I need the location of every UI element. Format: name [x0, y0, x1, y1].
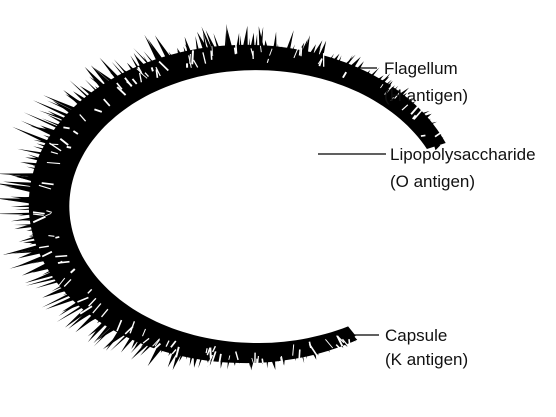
capsule-label-name: Capsule — [385, 326, 447, 345]
texture-fleck — [210, 348, 211, 359]
texture-fleck — [421, 135, 426, 136]
flagellum-label-name: Flagellum — [384, 59, 458, 78]
texture-fleck — [257, 359, 258, 372]
texture-fleck — [55, 237, 59, 238]
texture-fleck — [192, 50, 193, 64]
texture-fleck — [236, 43, 237, 54]
lps-label-name: Lipopolysaccharide — [390, 145, 536, 164]
texture-fleck — [48, 236, 54, 237]
texture-fleck — [301, 47, 302, 56]
lps-label: Lipopolysaccharide (O antigen) — [390, 145, 536, 191]
texture-fleck — [349, 339, 350, 343]
texture-fleck — [258, 356, 259, 365]
texture-fleck — [67, 147, 71, 148]
texture-fleck — [211, 51, 212, 60]
lps-label-antigen: (O antigen) — [390, 172, 475, 191]
texture-fleck — [63, 127, 69, 128]
texture-fleck — [55, 256, 67, 257]
surface-filament — [226, 24, 232, 59]
capsule-label-antigen: (K antigen) — [385, 350, 468, 369]
texture-fleck — [300, 47, 301, 55]
texture-fleck — [262, 359, 263, 364]
texture-fleck — [152, 67, 153, 71]
flagellum-label-antigen: (H antigen) — [384, 86, 468, 105]
capsule-label: Capsule (K antigen) — [385, 326, 468, 369]
texture-fleck — [299, 350, 300, 363]
